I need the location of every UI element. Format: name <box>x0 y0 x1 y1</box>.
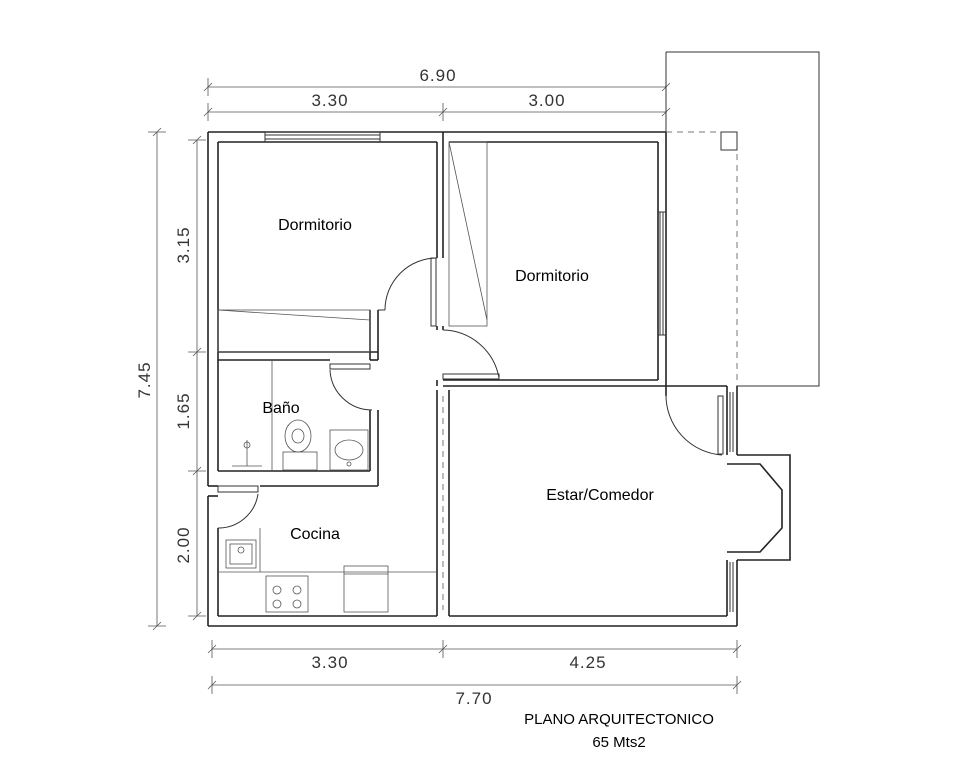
room-label-dormitorio-2: Dormitorio <box>515 268 589 285</box>
windows <box>264 131 734 612</box>
dim-bottom-total: 7.70 <box>455 689 492 708</box>
room-label-bano: Baño <box>262 400 299 417</box>
plan-area: 65 Mts2 <box>592 734 645 751</box>
walls <box>207 131 791 627</box>
dimension-lines <box>148 78 742 694</box>
dim-left-mid: 1.65 <box>174 392 193 429</box>
dim-top-right: 3.00 <box>528 91 565 110</box>
dim-left-total: 7.45 <box>135 361 154 398</box>
plan-title: PLANO ARQUITECTONICO <box>524 711 714 728</box>
dim-left-bottom: 2.00 <box>174 526 193 563</box>
doors <box>217 257 724 610</box>
room-label-dormitorio-1: Dormitorio <box>278 217 352 234</box>
dim-bottom-right: 4.25 <box>569 653 606 672</box>
dim-top-total: 6.90 <box>419 66 456 85</box>
balcony <box>665 51 820 387</box>
fixtures <box>217 141 488 613</box>
room-label-cocina: Cocina <box>290 526 340 543</box>
room-label-estar: Estar/Comedor <box>546 487 654 504</box>
dim-top-left: 3.30 <box>311 91 348 110</box>
dim-left-top: 3.15 <box>174 226 193 263</box>
dim-bottom-left: 3.30 <box>311 653 348 672</box>
